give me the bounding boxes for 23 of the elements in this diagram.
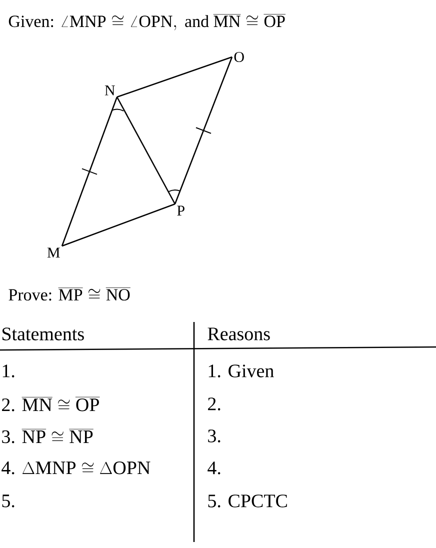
reason-text: $\mbox{2.}$ [208,398,220,410]
reason-text: $\mbox{5. CPCTC}$ [208,494,287,508]
segment [116,56,232,98]
statement-text: $\mbox{3. }\overline{\mathrm{NP}}\cong\overline{\mathrm{NP}}$ [2,429,94,444]
vertex-label: P [177,206,184,216]
segment [116,96,176,204]
reason-text: $\mbox{3.}$ [208,430,220,442]
column-header: $\mbox{Statements}$ [2,328,84,340]
reason-text: $\mbox{1. Given}$ [208,364,274,378]
segment [61,96,118,246]
segment [62,203,176,247]
statement-text: $\mbox{4. }\Delta\mathrm{MNP}\cong\Delta\mathrm{OPN}$ [2,461,150,474]
given-statement: $\mbox{Given: }\angle\mathrm{MNP}\cong\angle\mathrm{OPN},\mbox{ and }\overline{\mathrm{MN}}\cong\overline{\mathrm{OP}}$ [8,14,286,30]
vertex-label: M [47,248,60,258]
vertex-label: O [234,52,244,62]
segment [174,56,233,204]
vertex-label: N [104,85,115,96]
reason-text: $\mbox{4.}$ [208,462,220,474]
column-header: $\mbox{Reasons}$ [208,328,270,340]
statement-text: $\mbox{2. }\overline{\mathrm{MN}}\cong\overline{\mathrm{OP}}$ [2,397,100,412]
statement-text: $\mbox{1.}$ [2,364,14,378]
statement-text: $\mbox{5.}$ [2,494,14,508]
prove-statement: $\mbox{Prove: }\overline{\mathrm{MP}}\cong\overline{\mathrm{NO}}$ [8,288,130,301]
